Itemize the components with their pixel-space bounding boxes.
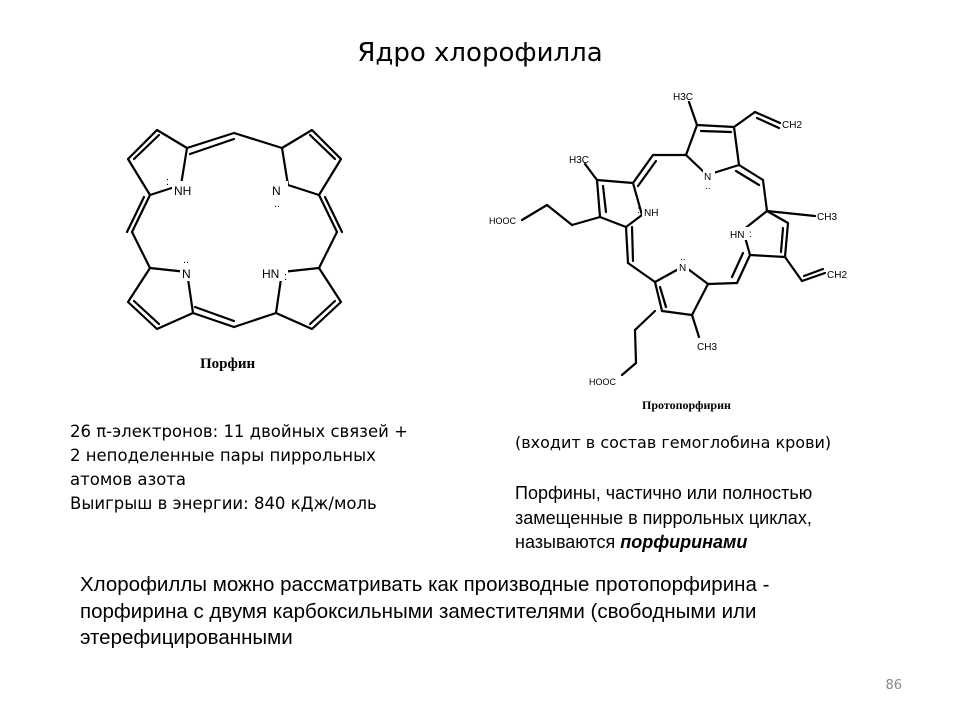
pp-double-bond: [755, 116, 781, 130]
porphin-double-bond: [132, 133, 161, 161]
lone-pair-dots: :: [166, 176, 169, 188]
pp-bridge: [626, 261, 657, 284]
porphin-hn-label: HN: [262, 267, 279, 281]
porphin-double-bond: [323, 195, 344, 234]
lone-pair-dots: ..: [274, 198, 280, 210]
pp-double-bond: [734, 169, 761, 187]
pp-methyl-bond: [765, 209, 817, 218]
pp-nh-label: NH: [644, 208, 658, 219]
porphin-bridge-bottom: [191, 311, 236, 329]
porphyrin-definition: Порфины, частично или полностью замещенн…: [515, 481, 812, 555]
pp-double-bond: [779, 226, 785, 254]
pp-hn-label: HN: [730, 230, 744, 241]
hemoglobin-note: (входит в состав гемоглобина крови): [515, 433, 832, 452]
pp-vinyl-bond: [732, 110, 757, 129]
pp-ch2-label: CH2: [827, 270, 847, 281]
chlorophyll-text: Хлорофиллы можно рассматривать как произ…: [80, 572, 769, 652]
lone-pair-dots: :: [637, 205, 640, 216]
chlorophyll-line: порфирина с двумя карбоксильными замести…: [80, 599, 757, 623]
porphin-bridge-top: [232, 131, 284, 150]
lone-pair-dots: :: [749, 229, 752, 240]
porphyrins-term: порфиринами: [620, 532, 748, 552]
porphin-bridge-right: [317, 193, 339, 234]
page-number: 86: [885, 678, 902, 693]
electron-notes: 26 π-электронов: 11 двойных связей + 2 н…: [70, 420, 408, 516]
definition-line: Порфины, частично или полностью: [515, 483, 813, 503]
porphin-bridge-top: [185, 131, 236, 150]
pp-vinyl-bond: [783, 255, 804, 283]
porphin-double-bond: [308, 299, 337, 326]
porphin-structure: NH : N .. N .. HN :: [125, 128, 344, 331]
porphin-nh-label: NH: [174, 184, 191, 198]
porphin-double-bond: [193, 305, 236, 323]
lone-pair-dots: ..: [183, 254, 189, 266]
porphin-bridge-right: [317, 230, 339, 270]
pp-double-bond: [802, 267, 825, 278]
note-line: 26 π-электронов: 11 двойных связей +: [70, 422, 408, 441]
pp-propionic-bond: [633, 328, 638, 365]
pp-h3c-label: H3C: [569, 155, 589, 166]
note-line: атомов азота: [70, 470, 187, 489]
definition-line: замещенные в пиррольных циклах,: [515, 507, 812, 528]
protoporphyrin-structure: H3C CH2 H3C HOOC N .. NH : HN : CH3 N ..…: [489, 92, 847, 387]
lone-pair-dots: ..: [680, 252, 686, 263]
pp-bridge: [735, 253, 752, 285]
porphin-double-bond: [188, 137, 236, 156]
porphin-pyrrole-bottom-right: [274, 266, 343, 331]
pp-vinyl-bond: [753, 110, 782, 125]
pp-hooc-label: HOOC: [589, 377, 617, 387]
lone-pair-dots: :: [284, 271, 287, 283]
pp-propionic-bond: [545, 203, 574, 227]
pp-n-label: N: [704, 172, 711, 183]
pp-vinyl-bond: [800, 271, 827, 283]
pp-double-bond: [601, 184, 608, 214]
note-line: Выигрыш в энергии: 840 кДж/моль: [70, 494, 377, 513]
pp-methyl-bond: [687, 100, 699, 127]
pp-double-bond: [636, 159, 658, 188]
porphin-bridge-left: [130, 230, 152, 270]
pp-methyl-bond: [690, 313, 701, 339]
pp-methyl-bond: [583, 162, 599, 182]
porphin-n-label: N: [272, 184, 281, 198]
pp-double-bond: [658, 285, 668, 309]
pp-double-bond: [699, 129, 733, 134]
pp-double-bond: [730, 251, 745, 279]
pp-ch3-label: CH3: [817, 212, 837, 223]
pp-pyrrole-right: [741, 209, 790, 259]
note-line: 2 неподеленные пары пиррольных: [70, 446, 376, 465]
pp-bridge: [706, 281, 739, 286]
pp-pyrrole-left: [595, 178, 644, 229]
porphin-double-bond: [132, 299, 161, 326]
pp-ch3-label: CH3: [697, 342, 717, 353]
pp-n-label: N: [679, 263, 686, 274]
lone-pair-dots: ..: [705, 181, 711, 192]
slide-title: Ядро хлорофилла: [357, 38, 603, 68]
pp-bridge: [631, 153, 655, 185]
porphin-caption: Порфин: [200, 356, 256, 372]
pp-propionic-bond: [520, 203, 549, 222]
pp-ch2-label: CH2: [782, 120, 802, 131]
porphin-double-bond: [125, 195, 146, 234]
pp-h3c-label: H3C: [673, 92, 693, 103]
porphin-bridge-left: [130, 193, 152, 234]
pp-bridge: [737, 163, 765, 182]
pp-propionic-bond: [570, 215, 602, 227]
porphin-n-label: N: [182, 267, 191, 281]
definition-line: называются порфиринами: [515, 530, 812, 555]
protoporphyrin-caption: Протопорфирин: [642, 398, 731, 412]
pp-bridge: [624, 225, 630, 265]
porphin-double-bond: [308, 133, 337, 161]
pp-double-bond: [630, 225, 635, 263]
pp-hooc-label: HOOC: [489, 216, 517, 226]
definition-prefix: называются: [515, 532, 621, 552]
chlorophyll-line: этерефицированными: [80, 626, 293, 649]
pp-propionic-bond: [633, 309, 657, 332]
porphin-bridge-bottom: [232, 311, 278, 329]
porphin-pyrrole-top-right: [280, 128, 343, 197]
pp-bridge: [761, 178, 769, 213]
chlorophyll-line: Хлорофиллы можно рассматривать как произ…: [80, 573, 770, 596]
pp-propionic-bond: [620, 361, 638, 377]
